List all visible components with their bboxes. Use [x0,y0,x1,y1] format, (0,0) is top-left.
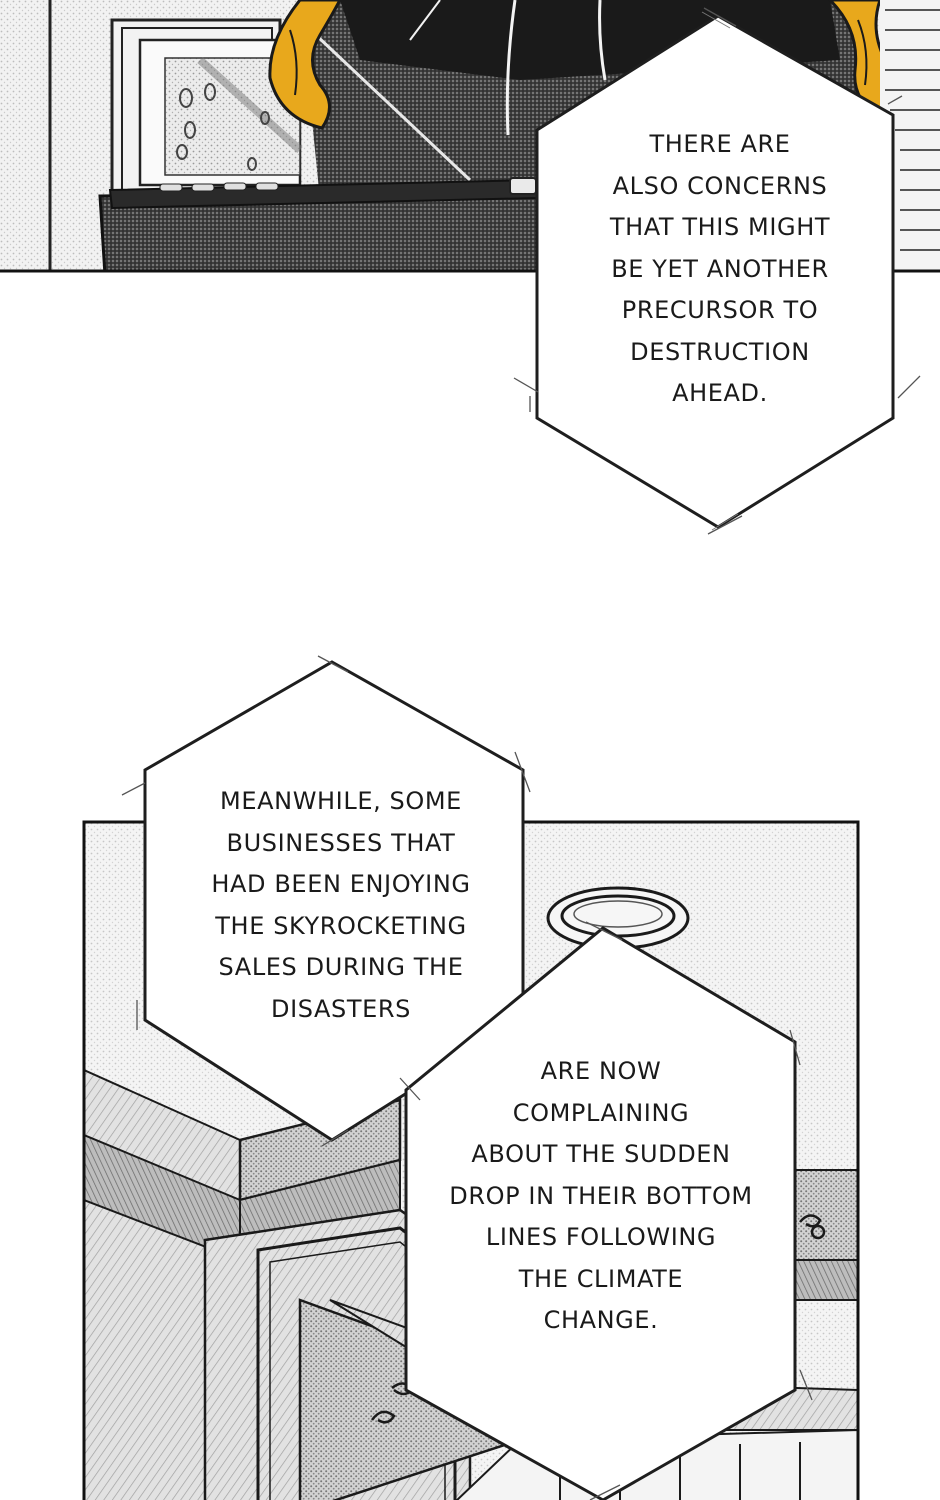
right-wall [779,1169,858,1301]
caption-2-line: MEANWHILE, SOME [220,787,462,815]
caption-3-line: ARE NOW [540,1057,662,1085]
caption-3-line: LINES FOLLOWING [485,1223,717,1251]
caption-box-1-frame [513,7,921,535]
caption-3-line: THE CLIMATE [518,1264,684,1293]
caption-2-line: THE SKYROCKETING [215,911,467,940]
caption-1-line: THERE ARE [649,130,791,158]
desk [98,177,542,271]
caption-box-2-frame [121,655,531,1147]
caption-3-line: COMPLAINING [512,1098,690,1127]
caption-2-line: SALES DURING THE [218,953,464,981]
caption-1-line: AHEAD. [672,379,768,407]
caption-2: MEANWHILE, SOME BUSINESSES THAT HAD BEEN… [196,781,486,1030]
caption-3: ARE NOW COMPLAINING ABOUT THE SUDDEN DRO… [436,1051,766,1342]
caption-1-line: BE YET ANOTHER [611,254,829,283]
caption-2-line: BUSINESSES THAT [226,828,456,857]
caption-1-line: DESTRUCTION [630,337,810,366]
caption-2-line: DISASTERS [270,994,412,1023]
caption-1-line: ALSO CONCERNS [612,171,828,200]
caption-1-line: PRECURSOR TO [621,296,819,324]
caption-3-line: DROP IN THEIR BOTTOM [449,1181,753,1210]
caption-1-line: THAT THIS MIGHT [609,213,831,241]
caption-3-line: CHANGE. [543,1306,659,1334]
window [48,0,303,271]
caption-2-line: HAD BEEN ENJOYING [211,870,471,898]
caption-1: THERE ARE ALSO CONCERNS THAT THIS MIGHT … [600,124,840,415]
caption-3-line: ABOUT THE SUDDEN [471,1140,731,1168]
caption-box-3-frame [399,921,813,1500]
